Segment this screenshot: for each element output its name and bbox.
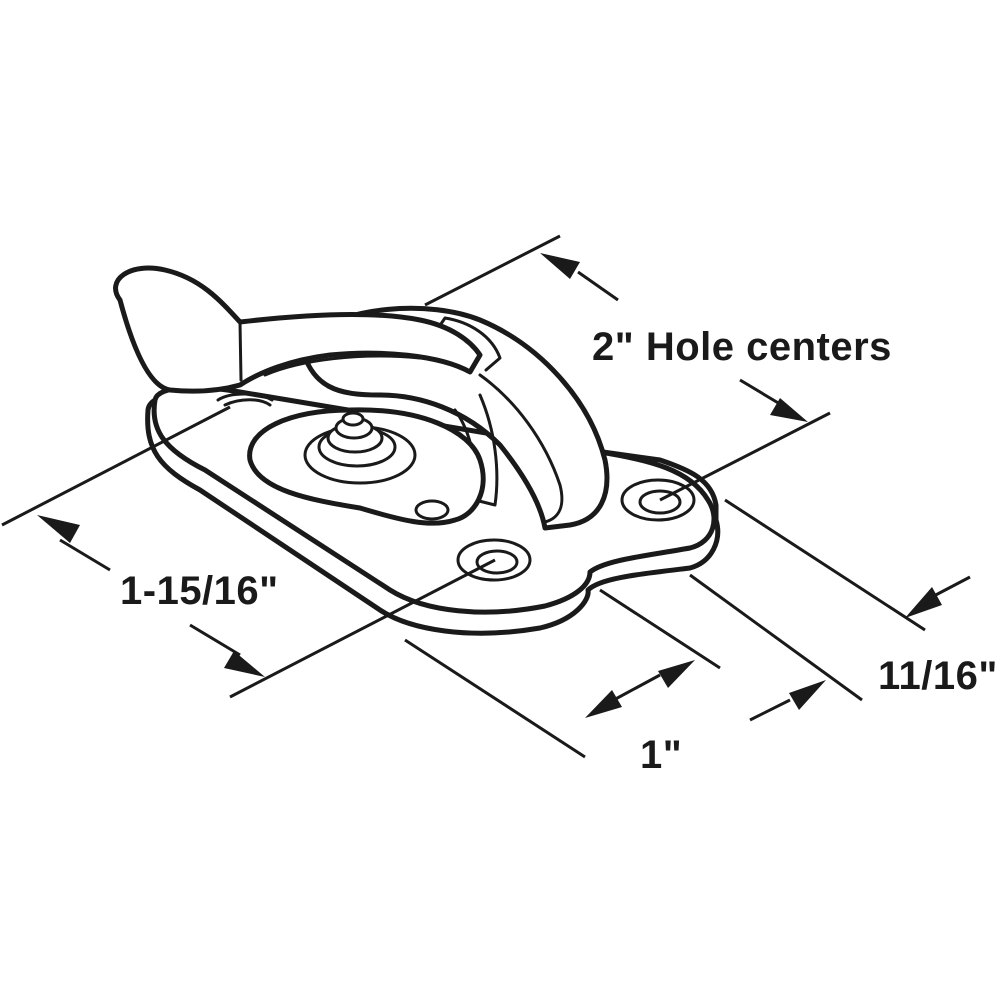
- lever-arm-edge-2: [263, 354, 422, 377]
- mounting-hole-back: [620, 478, 696, 522]
- lever-arm: [113, 265, 483, 394]
- dimension-length: [1, 405, 496, 699]
- height-label: 11/16": [878, 654, 998, 698]
- dimension-width: [404, 588, 721, 759]
- width-label: 1": [640, 733, 683, 777]
- cam-housing-rim: [478, 373, 564, 524]
- lever-pivot-2: [223, 398, 272, 407]
- length-label: 1-15/16": [120, 569, 279, 613]
- cam-housing: [297, 305, 610, 531]
- dimension-hole-centers: [424, 234, 831, 502]
- rotor-slot: [414, 499, 450, 521]
- dimension-height: [689, 498, 971, 722]
- rotor-rivet: [341, 411, 365, 427]
- lever-pivot: [216, 392, 274, 402]
- lever-arm-edge: [238, 320, 243, 382]
- cam-housing-inner: [453, 393, 499, 507]
- cam-housing-ridge: [428, 316, 502, 372]
- cam-housing-body: [297, 305, 610, 531]
- rotor-assembly: [247, 407, 486, 526]
- lever-handle: [113, 265, 483, 407]
- hole-centers-label: 2" Hole centers: [592, 325, 892, 369]
